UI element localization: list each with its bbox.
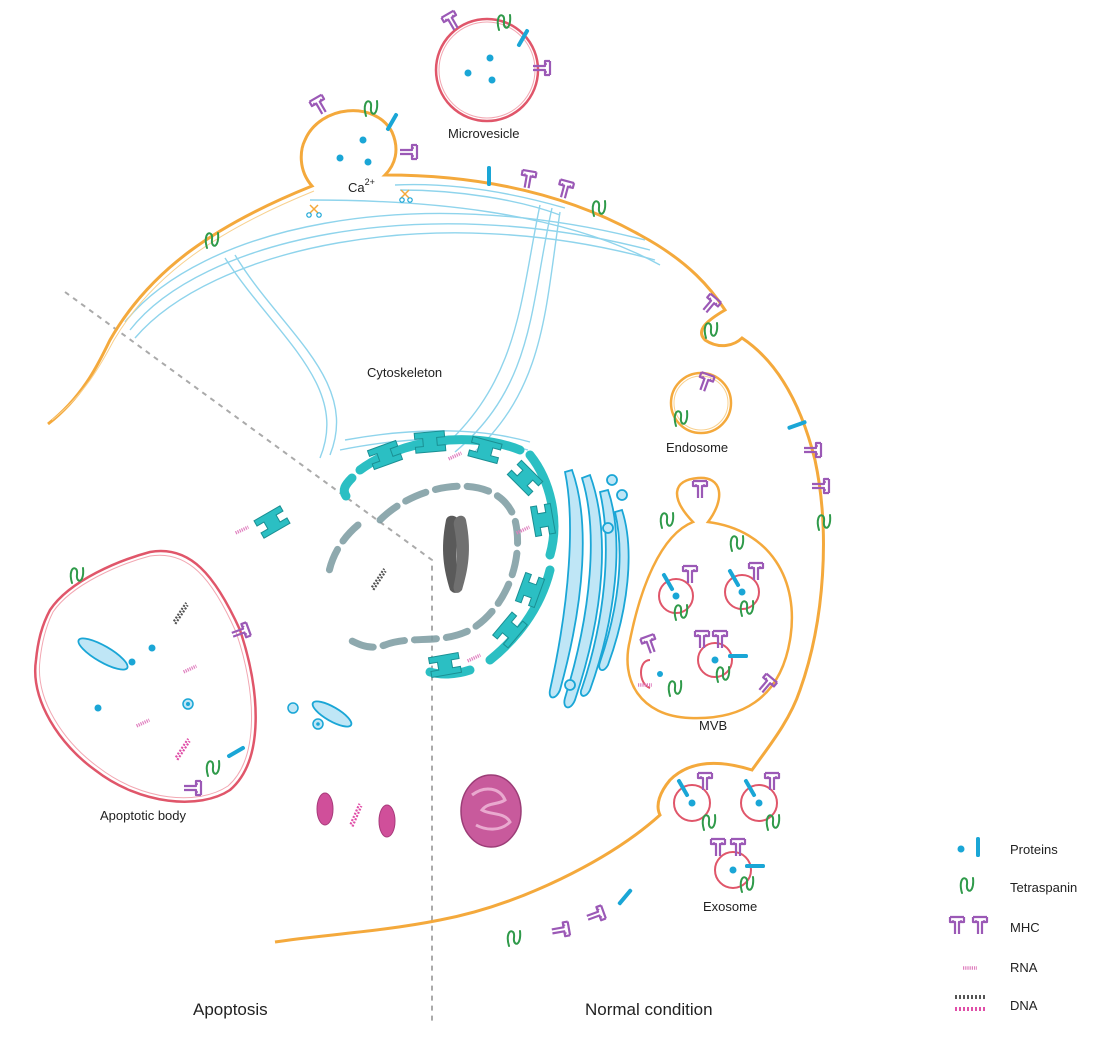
legend-label: RNA: [1010, 960, 1038, 975]
endosome: Endosome: [666, 371, 733, 455]
chromosome: [443, 515, 469, 593]
legend-item-proteins: Proteins: [957, 837, 1058, 857]
mhc-icon: [948, 915, 989, 936]
endosome-label: Endosome: [666, 440, 728, 455]
legend-label: DNA: [1010, 998, 1038, 1013]
section-divider: [64, 291, 433, 1022]
intraluminal-vesicle: [724, 561, 765, 617]
apoptotic-body: Apoptotic body: [33, 549, 257, 823]
dna-icon: [955, 995, 987, 1011]
exosome-label: Exosome: [703, 899, 757, 914]
apoptotic-body-label: Apoptotic body: [100, 808, 187, 823]
section-title-apoptosis: Apoptosis: [193, 1000, 268, 1019]
legend-item-tetraspanin: Tetraspanin: [959, 877, 1077, 895]
mvb-label: MVB: [699, 718, 727, 733]
microvesicle-label: Microvesicle: [448, 126, 520, 141]
mitochondrion: [460, 774, 522, 848]
tetraspanin-icon: [959, 877, 975, 894]
cytoskeleton-label: Cytoskeleton: [367, 365, 442, 380]
legend-label: MHC: [1010, 920, 1040, 935]
intraluminal-vesicle: [693, 629, 748, 683]
calcium-label: Ca2+: [348, 177, 375, 195]
exosome: [673, 771, 717, 831]
apoptotic-fragments: [287, 700, 396, 838]
endoplasmic-reticulum: [122, 430, 559, 679]
legend-item-rna: RNA: [961, 960, 1038, 975]
exosome: [709, 837, 765, 893]
intraluminal-vesicle: [658, 564, 699, 621]
plasma-membrane: [47, 109, 825, 944]
mvb: MVB: [626, 476, 794, 733]
scissors-icon: [399, 189, 413, 203]
microvesicle: Microvesicle: [434, 9, 552, 141]
legend-label: Proteins: [1010, 842, 1058, 857]
cytoskeleton-fibers: [124, 183, 661, 459]
plasma-membrane-inner: [51, 190, 315, 421]
legend-item-mhc: MHC: [948, 915, 1040, 936]
legend-item-dna: DNA: [955, 995, 1038, 1013]
golgi-apparatus: [548, 468, 630, 709]
protein-icon: [957, 837, 980, 857]
scissors-icon: [306, 204, 322, 218]
exosome: [740, 771, 781, 831]
cytoplasm-nucleic-acids: [233, 451, 532, 663]
legend-label: Tetraspanin: [1010, 880, 1077, 895]
legend: Proteins Tetraspanin MHC RNA DNA: [948, 837, 1077, 1013]
section-title-normal: Normal condition: [585, 1000, 713, 1019]
budding-intraluminal-vesicle: [636, 633, 683, 697]
exosomes: Exosome: [673, 771, 781, 914]
budding-microvesicle: Ca2+: [306, 93, 419, 218]
